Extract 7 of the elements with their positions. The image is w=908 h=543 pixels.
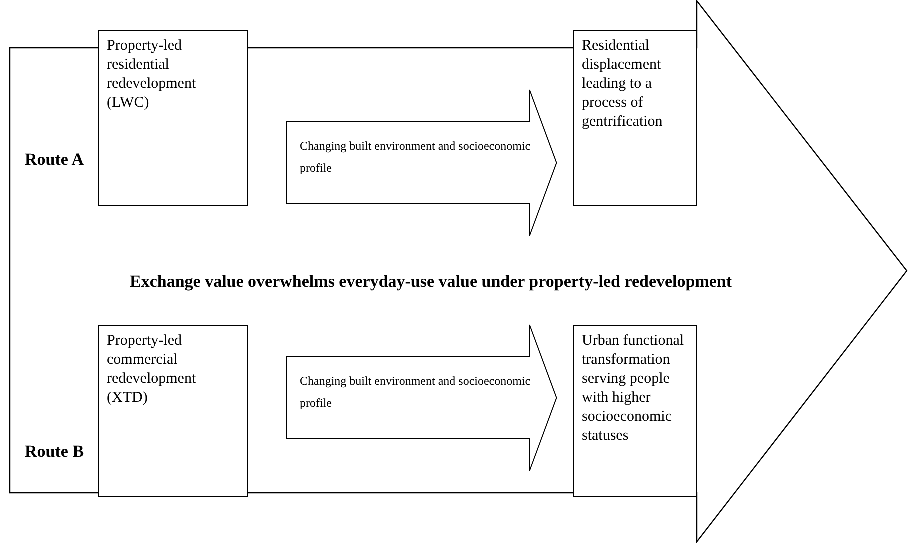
block-arrow	[286, 90, 558, 236]
edge-label: Changing built environment and socioeconomic profile	[300, 373, 532, 412]
route-label: Route A	[25, 149, 85, 171]
arrow-caption: Exchange value overwhelms everyday-use value under property-led redevelopment	[130, 271, 734, 293]
block-arrow	[286, 324, 558, 472]
edge-label: Changing built environment and socioeconomic profile	[300, 138, 532, 177]
route-label: Route B	[25, 441, 85, 463]
